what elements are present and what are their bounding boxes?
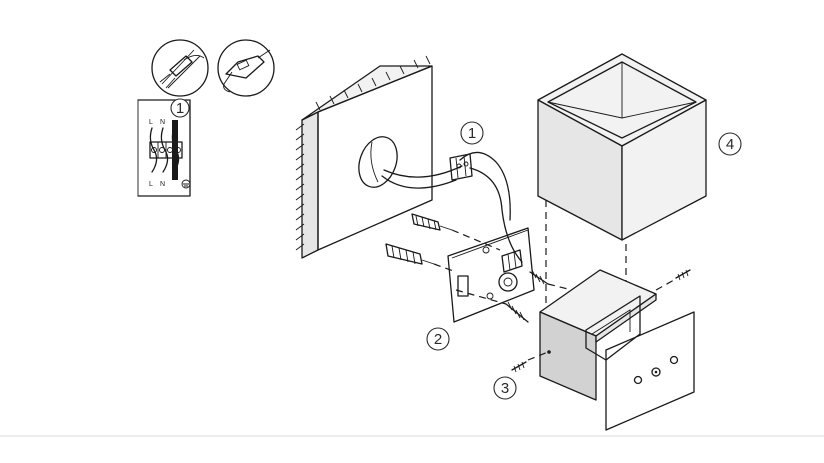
- wiring-panel: 1 L N L N: [137, 98, 191, 197]
- svg-text:2: 2: [434, 331, 442, 348]
- wall-block: [295, 55, 433, 259]
- set-screw-left: [511, 351, 549, 373]
- wiring-panel-step: 1: [170, 98, 190, 118]
- mounting-plate: [447, 227, 535, 323]
- screwdriver-icon: [217, 39, 275, 97]
- callout-wiring: 1: [460, 121, 484, 145]
- terminal-block: [449, 153, 473, 181]
- plate-screw-lower: [455, 289, 529, 323]
- svg-text:3: 3: [501, 380, 509, 397]
- svg-text:1: 1: [468, 125, 476, 142]
- lamp-body: [539, 269, 695, 431]
- set-screw-right: [655, 269, 691, 291]
- callout-wall-plate: 2: [426, 327, 450, 351]
- shade: [537, 53, 707, 241]
- svg-text:4: 4: [726, 136, 734, 153]
- svg-text:L: L: [149, 181, 153, 188]
- svg-text:1: 1: [176, 100, 184, 117]
- wire-stripper-icon: [151, 39, 209, 97]
- callout-shade: 4: [718, 132, 742, 156]
- svg-text:L: L: [149, 119, 153, 126]
- wall-plug-upper: [411, 213, 501, 251]
- plate-screw-upper: [529, 269, 573, 291]
- svg-text:N: N: [160, 119, 165, 126]
- ground-icon: [181, 179, 191, 189]
- wall-plug-lower: [385, 243, 457, 273]
- callout-set-screw: 3: [493, 376, 517, 400]
- svg-text:N: N: [160, 181, 165, 188]
